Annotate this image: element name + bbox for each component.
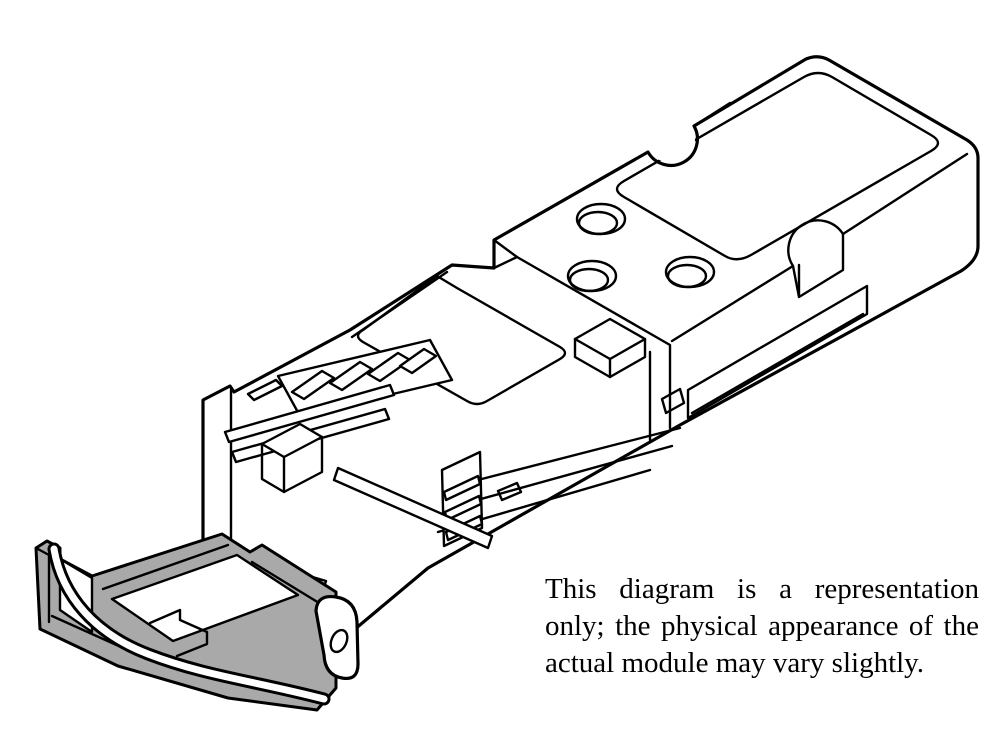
latch-spring-rail bbox=[332, 466, 494, 550]
module-body bbox=[201, 55, 980, 658]
vent-hole-1 bbox=[575, 202, 627, 236]
vent-holes bbox=[566, 202, 716, 293]
pivot-hole bbox=[329, 628, 349, 654]
side-slot bbox=[660, 284, 869, 420]
vent-hole-2 bbox=[566, 259, 618, 293]
latch-wire bbox=[47, 542, 331, 706]
grip-serrations-left bbox=[246, 338, 454, 418]
bale-clasp-latch bbox=[34, 532, 338, 712]
flank-tab bbox=[496, 481, 523, 502]
edge-notch bbox=[598, 101, 732, 181]
latch-pivot-boss bbox=[314, 594, 360, 681]
caption-line-3: actual module may vary slightly. bbox=[545, 647, 925, 679]
caption-line-1: This diagram is a representation bbox=[545, 573, 979, 605]
keyhole-notch bbox=[670, 152, 969, 343]
top-recess-front bbox=[356, 274, 567, 406]
square-hole bbox=[573, 317, 647, 379]
caption-line-2: only; the physical appearance of the bbox=[545, 610, 979, 642]
top-recess-back bbox=[615, 71, 940, 261]
caption: This diagram is a representation only; t… bbox=[545, 571, 979, 682]
vent-hole-3 bbox=[664, 255, 716, 289]
